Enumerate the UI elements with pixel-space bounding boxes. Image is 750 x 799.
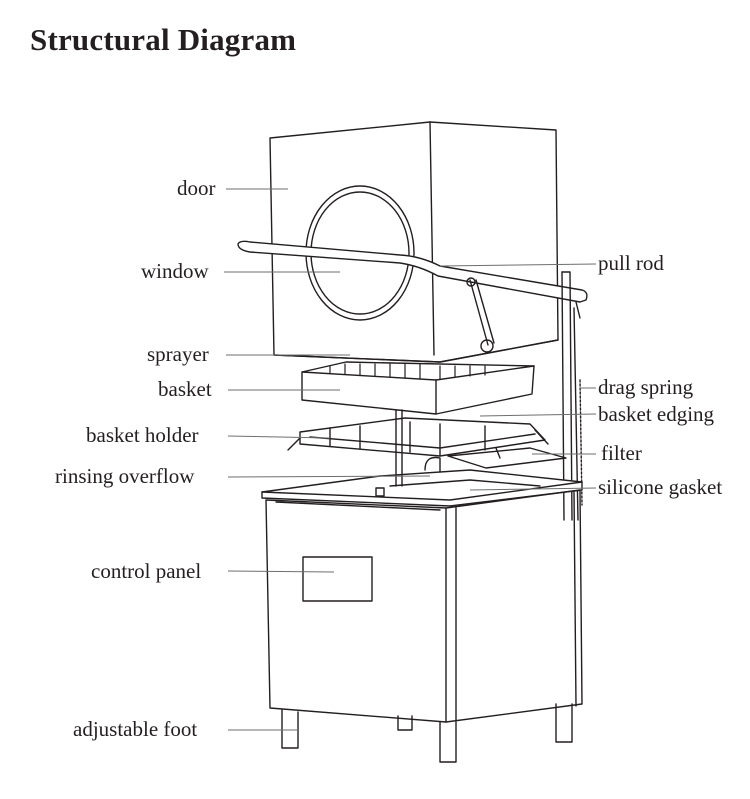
leader-basket-holder xyxy=(227,435,331,439)
leader-silicone-gasket xyxy=(469,487,597,491)
label-window: window xyxy=(141,259,209,283)
label-rinsing-overflow: rinsing overflow xyxy=(55,464,195,488)
basket-drawing xyxy=(301,361,535,415)
leader-lines xyxy=(224,188,597,731)
filter-drawing xyxy=(447,447,567,469)
basket-holder-drawing xyxy=(287,417,549,457)
label-adjustable-foot: adjustable foot xyxy=(73,717,198,741)
leader-control-panel xyxy=(227,570,335,573)
label-control-panel: control panel xyxy=(91,559,202,583)
label-basket-edging: basket edging xyxy=(598,402,715,426)
label-silicone-gasket: silicone gasket xyxy=(598,475,723,499)
label-pull-rod: pull rod xyxy=(598,251,664,275)
label-basket-holder: basket holder xyxy=(86,423,199,447)
machine-drawing xyxy=(237,121,588,763)
label-drag-spring: drag spring xyxy=(598,375,694,399)
leader-pull-rod xyxy=(439,263,597,267)
adjustable-feet xyxy=(281,703,573,763)
label-basket: basket xyxy=(158,377,212,401)
label-filter: filter xyxy=(601,441,642,465)
cabinet-body xyxy=(265,489,583,723)
label-door: door xyxy=(177,176,216,200)
tank-top xyxy=(261,409,583,507)
label-sprayer: sprayer xyxy=(147,342,209,366)
pull-rod-drawing xyxy=(237,240,588,353)
leader-basket-edging xyxy=(479,413,597,417)
page-title: Structural Diagram xyxy=(30,22,297,57)
leader-rinsing-overflow xyxy=(227,475,431,478)
